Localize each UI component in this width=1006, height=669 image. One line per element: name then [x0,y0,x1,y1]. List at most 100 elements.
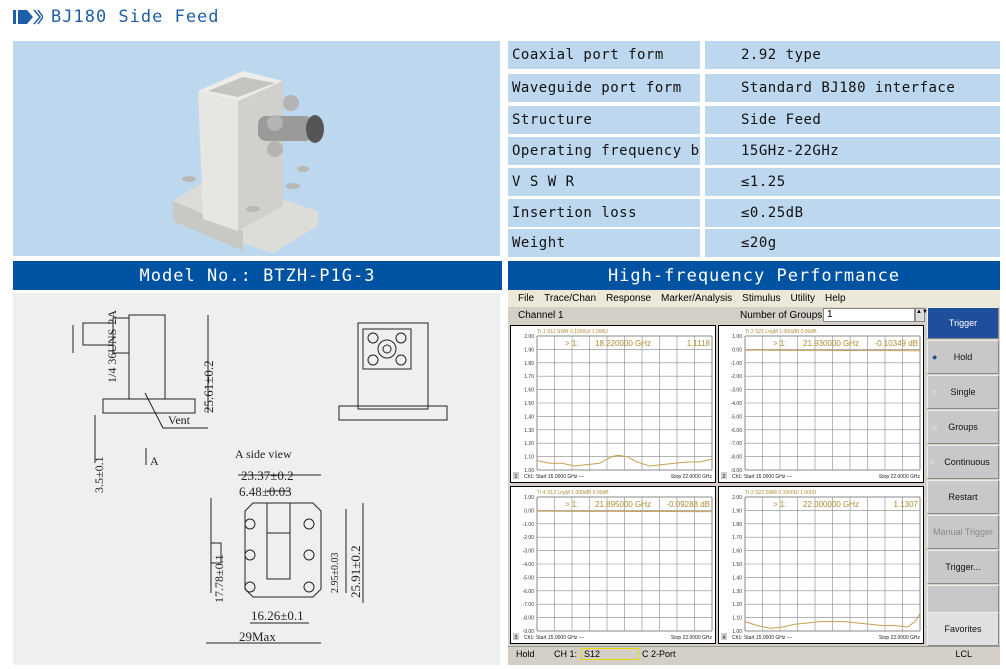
y-tick-label: 0.00 [524,508,534,514]
y-tick-label: -9.00 [523,629,535,635]
status-port: C 2-Port [642,649,676,659]
y-tick-label: 1.70 [732,535,742,541]
restart-button[interactable]: Restart [927,480,999,514]
radio-selected-icon: ● [932,352,938,362]
marker-label: > 1: [565,500,579,509]
chart-svg: Tr 2 S21 LogM 1.000dB/ 0.00dB1.000.00-1.… [719,326,923,482]
menu-trace-chan[interactable]: Trace/Chan [544,293,596,304]
dim-hole-spacing: 17.78±0.1 [212,554,226,603]
trace-title: Tr 1 S11 SWR 0.1000U/ 1.000U [537,329,608,335]
hold-radio[interactable]: ● Hold [927,340,999,374]
chart-background [719,487,923,643]
y-tick-label: 1.80 [524,361,534,367]
y-tick-label: 1.90 [732,508,742,514]
marker-label: > 1: [565,339,579,348]
dim-width-3: 16.26±0.1 [251,608,304,623]
start-frequency: Ch1: Start 15.0000 GHz — [524,474,584,480]
stop-frequency: Stop 22.0000 GHz [879,474,921,480]
status-lcl: LCL [955,649,972,659]
spec-row: Insertion loss≤0.25dB [508,199,1000,227]
groups-spinner[interactable]: ▲▼ [915,308,928,322]
trace-number-box [721,472,727,479]
y-tick-label: -5.00 [523,575,535,581]
marker-frequency: 21.895000 GHz [595,500,651,509]
radio-icon: ○ [932,387,938,397]
menu-response[interactable]: Response [606,293,652,304]
spec-label: Structure [508,106,700,134]
label-side-view: A side view [235,447,292,461]
y-tick-label: 1.10 [732,616,742,622]
y-tick-label: 1.50 [524,401,534,407]
favorites-button[interactable]: Favorites [927,612,999,646]
y-tick-label: 1.00 [732,629,742,635]
y-tick-label: -9.00 [731,468,743,474]
trace-title: Tr 3 S22 SWR 0.1000U/ 1.000U [745,490,817,496]
y-tick-label: 1.40 [732,575,742,581]
spec-value: 15GHz-22GHz [705,137,1000,165]
radio-icon: ○ [932,422,938,432]
y-tick-label: -1.00 [731,361,743,367]
y-tick-label: -3.00 [523,549,535,555]
y-tick-label: 1.40 [524,414,534,420]
menu-marker-analysis[interactable]: Marker/Analysis [661,293,733,304]
spec-label: Operating frequency band [508,137,700,165]
y-tick-label: 2.00 [732,495,742,501]
y-tick-label: 1.20 [732,602,742,608]
section-title: BJ180 Side Feed [13,5,220,29]
trace-number: 3 [515,635,518,641]
continuous-label: Continuous [944,457,990,467]
trace-line [744,349,920,352]
y-tick-label: -8.00 [523,616,535,622]
dim-width-2: 6.48±0.03 [239,484,292,499]
dim-flange: 3.5±0.1 [92,456,106,493]
spec-value: ≤0.25dB [705,199,1000,227]
channel-bar: Channel 1 Number of Groups 1 ▲▼ [510,307,928,324]
spec-label: Weight [508,229,700,257]
y-tick-label: 1.10 [524,455,534,461]
spec-label: Coaxial port form [508,41,700,69]
spec-label: Waveguide port form [508,74,700,102]
title-text: BJ180 Side Feed [51,7,220,27]
y-tick-label: 1.50 [732,562,742,568]
marker-label: > 1: [773,339,787,348]
spec-value: ≤1.25 [705,168,1000,196]
trace-number: 2 [723,474,726,480]
y-tick-label: 1.00 [732,334,742,340]
spec-row: Operating frequency band15GHz-22GHz [508,137,1000,165]
continuous-radio[interactable]: ○ Continuous [927,445,999,479]
spec-row: Weight≤20g [508,229,1000,257]
menu-utility[interactable]: Utility [790,293,815,304]
menu-stimulus[interactable]: Stimulus [742,293,781,304]
marker-value: 1.1307 [894,500,919,509]
groups-radio[interactable]: ○ Groups [927,410,999,444]
trace-line [536,510,713,513]
chart-svg: Tr 4 S12 LogM 1.000dB/ 0.00dB1.000.00-1.… [511,487,715,643]
trace-title: Tr 4 S12 LogM 1.000dB/ 0.00dB [537,490,609,496]
dimension-drawing: 1/4 36UNS-2A 25.61±0.2 3.5±0.1 Vent A A … [13,293,500,665]
menu-help[interactable]: Help [824,293,846,304]
trace-number: 4 [723,635,726,641]
stop-frequency: Stop 22.0000 GHz [671,474,713,480]
y-tick-label: -5.00 [731,414,743,420]
grid [536,335,713,471]
marker-frequency: 21.930000 GHz [803,339,859,348]
spec-value: Side Feed [705,106,1000,134]
channel-label: Channel 1 [518,310,564,321]
hold-label: Hold [953,352,973,362]
radio-icon: ○ [930,457,936,467]
groups-input[interactable]: 1 [823,308,915,322]
trigger-button[interactable]: Trigger [927,307,999,339]
single-label: Single [950,387,976,397]
groups-radio-label: Groups [948,422,978,432]
label-arrow-a: A [150,454,159,468]
dim-max-width: 29Max [239,629,276,644]
manual-trigger-button[interactable]: Manual Trigger [927,515,999,549]
chart-background [511,487,715,643]
stop-frequency: Stop 22.0000 GHz [671,635,713,641]
trigger-more-button[interactable]: Trigger... [927,550,999,584]
menu-file[interactable]: File [518,293,535,304]
single-radio[interactable]: ○ Single [927,375,999,409]
y-tick-label: -6.00 [523,589,535,595]
